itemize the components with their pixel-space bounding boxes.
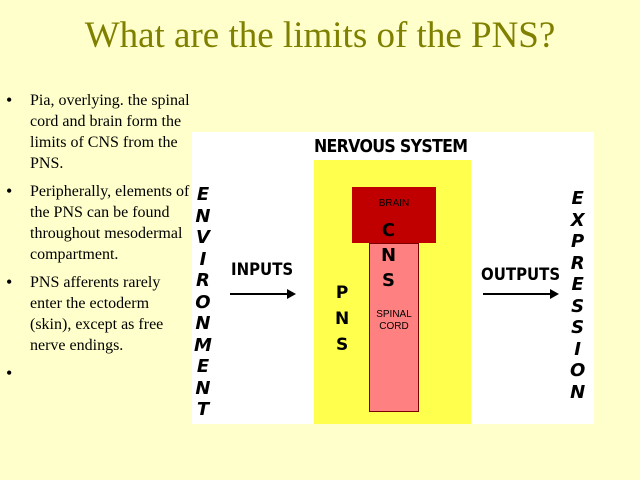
- slide-title: What are the limits of the PNS?: [84, 15, 556, 56]
- spinal-cord-region: [369, 243, 419, 412]
- cns-letter: C: [381, 220, 396, 241]
- inputs-label: INPUTS: [231, 260, 294, 280]
- bullet-marker: •: [6, 181, 13, 201]
- spinal-cord-label-line-2: CORD: [379, 321, 409, 332]
- outputs-label: OUTPUTS: [481, 265, 561, 285]
- environment-letter: E: [196, 184, 210, 205]
- bullet-marker: •: [6, 272, 13, 292]
- pns-label: P N S: [335, 280, 349, 358]
- nervous-system-diagram: NERVOUS SYSTEM BRAIN SPINAL CORD E N V I…: [192, 132, 594, 424]
- expression-letter: I: [574, 338, 581, 360]
- expression-letter: X: [570, 209, 585, 231]
- environment-letter: N: [195, 313, 211, 334]
- expression-letter: E: [571, 274, 584, 295]
- bullet-marker: •: [6, 363, 13, 383]
- environment-letter: V: [195, 227, 210, 248]
- bullet-item: • Pia, overlying. the spinal cord and br…: [6, 90, 192, 174]
- brain-region: [352, 187, 436, 243]
- expression-label: E X P R E S S I O N: [570, 188, 585, 403]
- bullet-text: Pia, overlying. the spinal cord and brai…: [30, 92, 190, 172]
- environment-letter: I: [199, 248, 207, 270]
- environment-letter: N: [195, 377, 211, 399]
- environment-letter: M: [194, 334, 212, 356]
- expression-letter: N: [570, 381, 586, 403]
- diagram-heading: NERVOUS SYSTEM: [314, 136, 468, 157]
- environment-letter: R: [196, 270, 210, 291]
- expression-letter: P: [571, 231, 585, 252]
- brain-label: BRAIN: [378, 198, 410, 209]
- bullet-text: Peripherally, elements of the PNS can be…: [30, 183, 190, 263]
- environment-letter: T: [196, 399, 210, 420]
- expression-letter: O: [570, 360, 586, 381]
- bullet-item: •: [6, 363, 192, 384]
- expression-letter: R: [570, 252, 585, 274]
- inputs-arrow: [230, 289, 296, 299]
- environment-label: E N V I R O N M E N T: [194, 184, 212, 421]
- environment-letter: E: [196, 356, 210, 377]
- bullet-text: PNS afferents rarely enter the ectoderm …: [30, 274, 164, 354]
- environment-letter: O: [195, 291, 211, 313]
- bullet-item: • PNS afferents rarely enter the ectoder…: [6, 272, 192, 356]
- cns-letter: N: [381, 245, 397, 266]
- cns-label: C N S: [381, 218, 396, 293]
- bullet-item: • Peripherally, elements of the PNS can …: [6, 181, 192, 265]
- bullet-list: • Pia, overlying. the spinal cord and br…: [6, 90, 192, 391]
- environment-letter: N: [195, 205, 211, 227]
- outputs-arrow: [483, 289, 559, 299]
- spinal-cord-label-line-1: SPINAL: [376, 309, 412, 320]
- pns-letter: S: [335, 335, 349, 355]
- expression-letter: E: [571, 188, 584, 209]
- expression-letter: S: [571, 317, 585, 338]
- pns-letter: N: [335, 309, 350, 329]
- cns-letter: S: [382, 270, 396, 291]
- bullet-marker: •: [6, 90, 13, 110]
- pns-letter: P: [335, 283, 349, 303]
- expression-letter: S: [571, 295, 585, 317]
